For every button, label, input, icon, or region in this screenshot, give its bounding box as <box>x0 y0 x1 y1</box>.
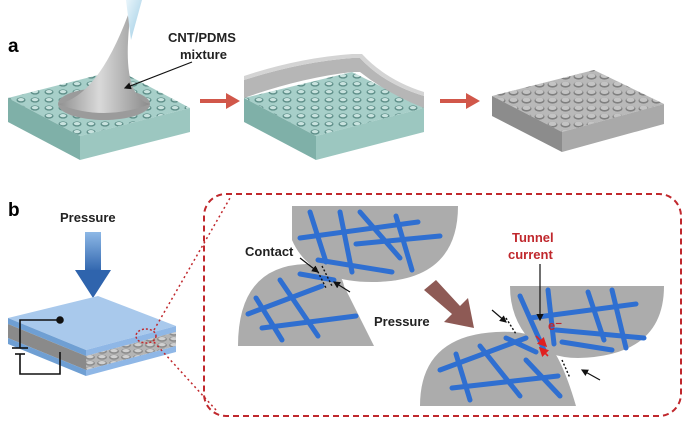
panel-b-label: b <box>8 200 20 221</box>
zoom-region-circle <box>135 328 157 344</box>
mold-with-mixture-slab <box>8 0 190 160</box>
micropatterned-pdms-slab <box>492 70 664 152</box>
contact-label: Contact <box>245 244 294 259</box>
zoom-line-top <box>153 197 231 331</box>
process-arrow-1 <box>200 93 240 109</box>
contact-pointer-right <box>332 281 351 293</box>
mixture-label-line1: CNT/PDMS <box>168 30 236 45</box>
dispensing-nozzle <box>126 0 142 40</box>
panel-a-label: a <box>8 36 19 57</box>
gap-pointer-left <box>491 309 507 323</box>
gap-pointer-right <box>580 369 601 381</box>
zoom-line-bottom <box>153 341 217 411</box>
sensor-device <box>8 296 176 376</box>
process-arrow-2 <box>440 93 480 109</box>
tunnel-current-label-line2: current <box>508 247 553 262</box>
pressure-arrow <box>75 232 111 298</box>
pressure-arrow-label: Pressure <box>374 314 430 329</box>
mixture-pointer <box>123 61 193 90</box>
contact-pointer-left <box>299 257 319 273</box>
electron-label: e⁻ <box>548 318 562 333</box>
circuit-wire <box>12 316 64 375</box>
bumps-under-pressure <box>420 286 664 406</box>
mixture-label-line2: mixture <box>180 47 227 62</box>
pressure-transition-arrow <box>424 280 474 328</box>
tunnel-current-label-line1: Tunnel <box>512 230 554 245</box>
peeling-pdms-slab <box>244 54 424 160</box>
pressure-label: Pressure <box>60 210 116 225</box>
